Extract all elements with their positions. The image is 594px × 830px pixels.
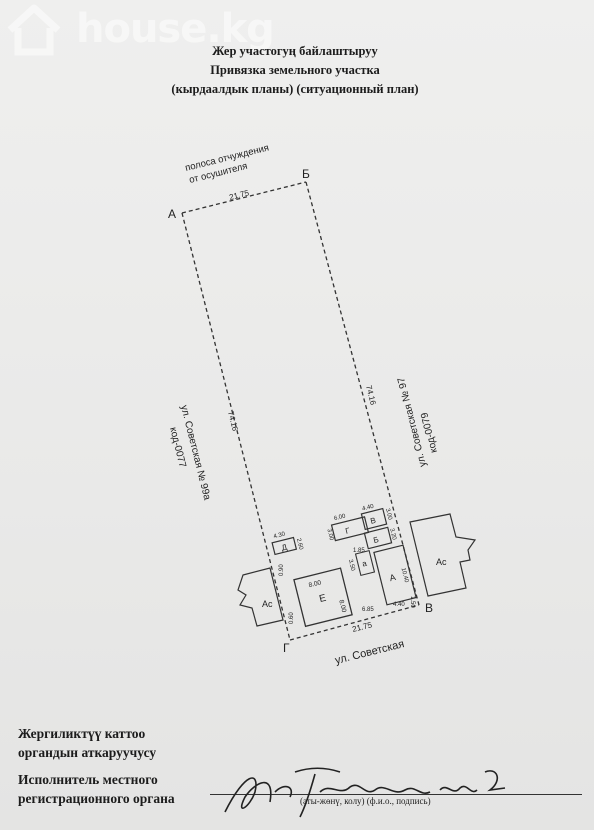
left-length: 74.16 (226, 410, 240, 432)
building-a-small-label: а (361, 559, 368, 569)
dim-gap-3: 4.40 (393, 602, 405, 608)
corner-label-g: Г (283, 641, 290, 655)
building-d-label: Д (281, 542, 289, 552)
boundary-top (181, 181, 307, 214)
dim-gap-4: 1.50 (409, 596, 415, 608)
corner-label-a: А (168, 207, 176, 221)
building-g: Г 6.00 3.00 (325, 513, 370, 542)
building-v-width: 4.40 (362, 504, 375, 513)
building-a-height: 10.40 (400, 567, 410, 584)
corner-label-v: В (425, 601, 433, 615)
building-a-small-height: 3.50 (347, 559, 356, 572)
neighbor-structure-left-label: Ас (262, 599, 273, 609)
building-g-height: 3.00 (325, 528, 334, 541)
corner-label-b: Б (302, 167, 310, 181)
dim-gap-1: 1.85 (353, 548, 365, 554)
building-g-label: Г (344, 526, 351, 536)
top-length: 21.75 (228, 188, 250, 202)
building-b: Б 3.20 (363, 526, 397, 550)
boundary-right (305, 181, 420, 606)
neighbor-structure-left: Ас (237, 567, 284, 627)
building-e-width: 8.00 (308, 579, 322, 589)
building-d-height: 2.60 (295, 538, 304, 551)
title-line-russian: Привязка земельного участка (210, 63, 380, 77)
neighbor-structure-right-label: Ас (436, 557, 447, 567)
building-d-width: 4.30 (273, 531, 286, 540)
dim-gap-2: 6.85 (362, 607, 374, 613)
street-label: ул. Советская (334, 638, 406, 667)
neighbor-structure-right: Ас (409, 513, 477, 597)
title-line-plan-type: (кырдаалдык планы) (ситуационный план) (171, 82, 419, 96)
building-a-label: А (388, 572, 396, 583)
local-registrar-label-russian: Исполнитель местного регистрационного ор… (18, 770, 175, 808)
building-e-label: Е (318, 593, 327, 605)
dim-offset-2: 0.60 (289, 612, 295, 624)
site-watermark: house.kg (4, 2, 304, 58)
building-v-height: 3.00 (384, 508, 393, 521)
footer-kyrgyz-line-1: Жергиликтүү каттоо (18, 726, 146, 741)
building-g-width: 6.00 (333, 513, 346, 522)
dim-offset-1: 0.90 (279, 564, 285, 576)
signature-line (210, 794, 582, 795)
footer-kyrgyz-line-2: органдын аткаруучусу (18, 745, 157, 760)
building-a: А 10.40 (373, 544, 417, 606)
building-v-label: В (369, 516, 376, 526)
document-title: Жер участогуң байлаштыруу Привязка земел… (100, 42, 490, 99)
building-e-height: 8.00 (337, 599, 347, 613)
boundary-bottom (289, 604, 420, 641)
title-line-kyrgyz: Жер участогуң байлаштыруу (212, 44, 378, 58)
footer-russian-line-1: Исполнитель местного (18, 772, 158, 787)
building-v: В 4.40 3.00 (360, 504, 393, 531)
building-b-height: 3.20 (388, 528, 397, 541)
footer-russian-line-2: регистрационного органа (18, 791, 175, 806)
boundary-left (181, 212, 291, 641)
watermark-text: house.kg (76, 6, 275, 52)
handwritten-signature (224, 767, 506, 818)
house-icon (7, 4, 61, 56)
local-registrar-label-kyrgyz: Жергиликтүү каттоо органдын аткаруучусу (18, 724, 156, 762)
bottom-length: 21.75 (351, 620, 373, 634)
building-e: Е 8.00 8.00 (293, 567, 353, 628)
building-d: Д 4.30 2.60 (271, 531, 304, 556)
right-length: 74.16 (364, 384, 378, 406)
building-a-small: а 3.50 (347, 549, 376, 577)
signature-caption: (аты-жөнү, колу) (ф.и.о., подпись) (300, 796, 431, 806)
building-b-label: Б (372, 535, 379, 545)
